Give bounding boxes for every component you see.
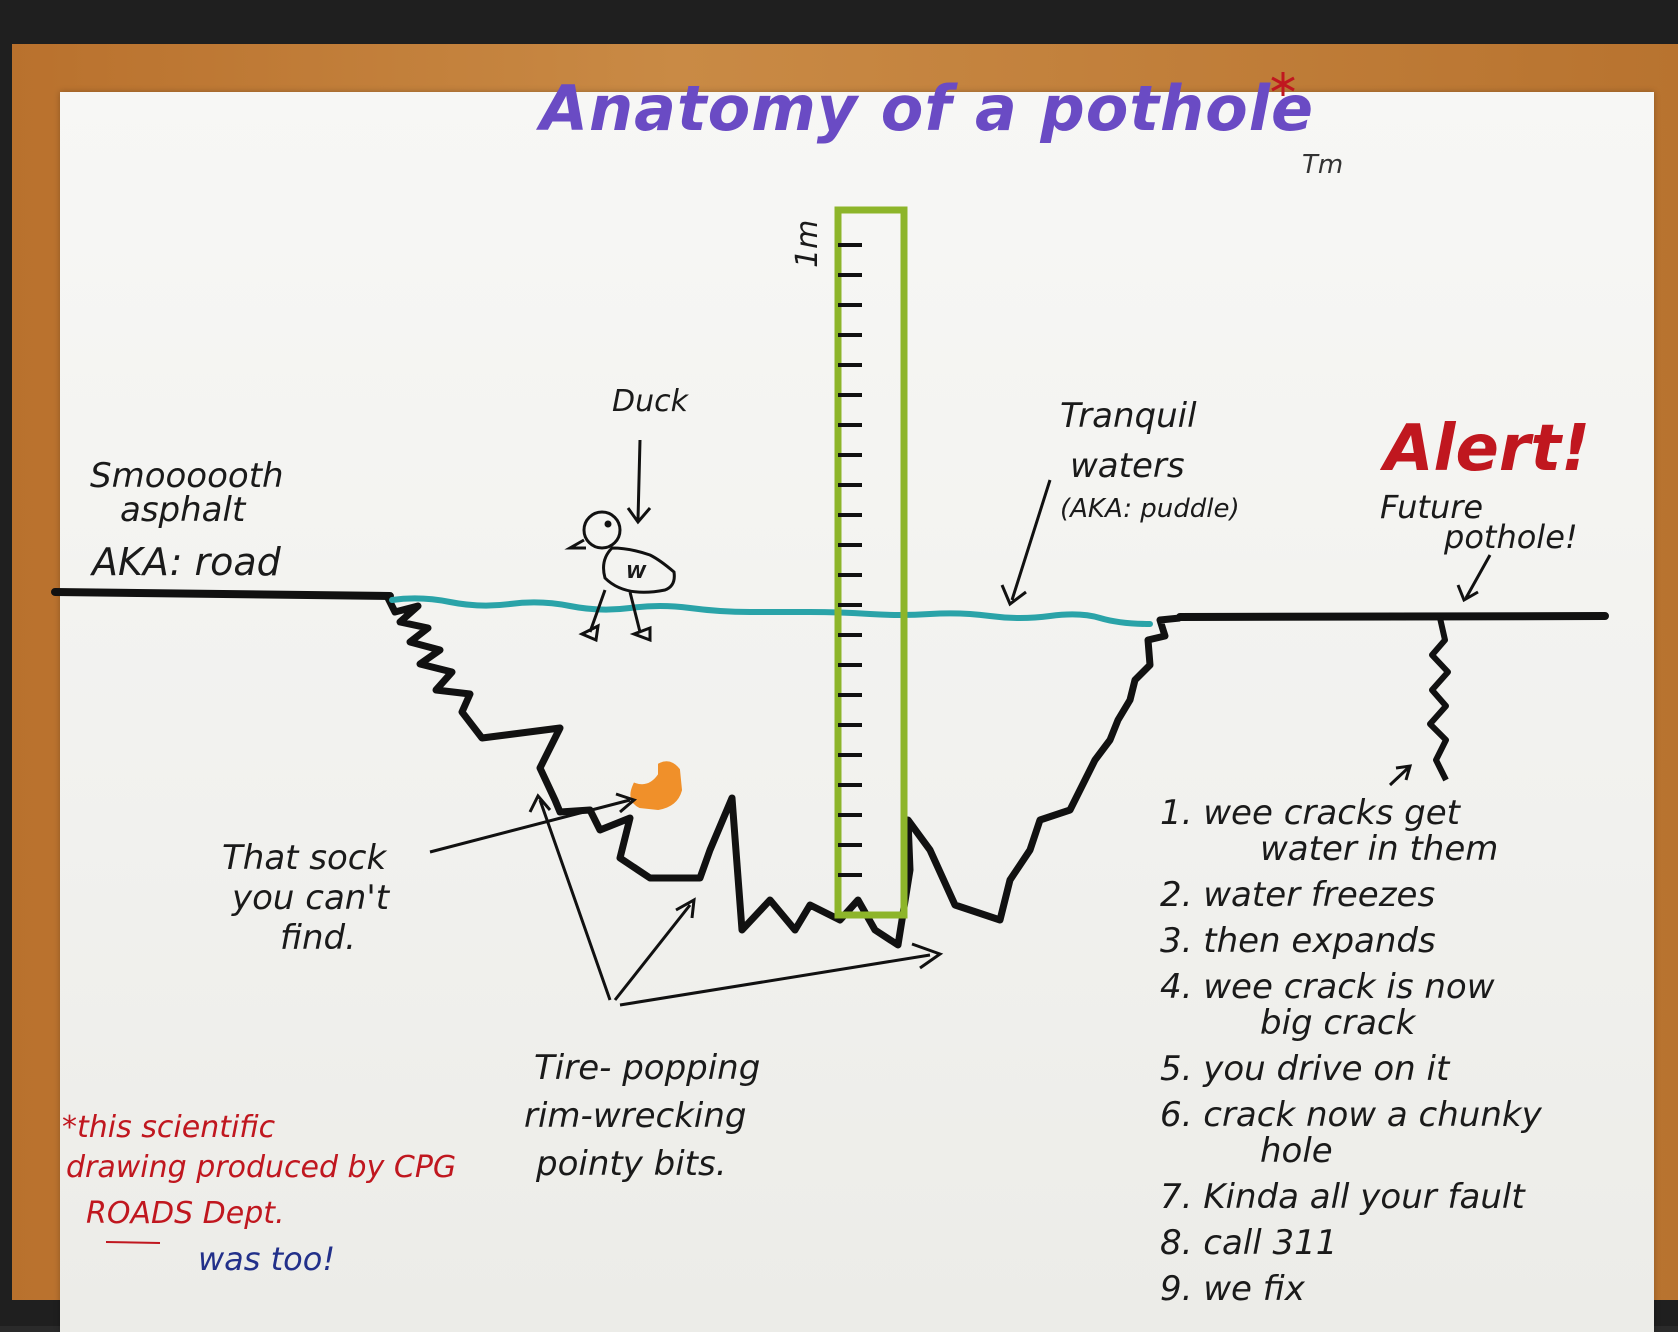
step-item: 5. you drive on it	[1160, 1049, 1450, 1089]
sock-label-line3: find.	[280, 918, 356, 958]
footnote-underline	[105, 1241, 161, 1244]
pointy-bits-label-line2: rim-wrecking	[524, 1096, 747, 1136]
paper-sheet	[60, 92, 1654, 1332]
step-item: 3. then expands	[1160, 921, 1436, 961]
sock-label-line1: That sock	[222, 838, 387, 878]
sock-label-line2: you can't	[232, 878, 390, 918]
duck-drawing	[564, 510, 676, 643]
future-crack	[1427, 617, 1451, 782]
waters-label-line3: (AKA: puddle)	[1060, 494, 1240, 524]
footnote-line1: *this scientific	[62, 1110, 276, 1145]
waters-pointer-arrow	[1000, 479, 1052, 607]
pointy-bits-arrows	[528, 793, 944, 1007]
water-surface	[389, 595, 1153, 627]
waters-label-line2: waters	[1070, 446, 1185, 486]
road-surface-right	[1176, 612, 1609, 621]
measuring-stick	[834, 206, 908, 919]
crack-small-arrow	[1388, 764, 1413, 787]
trademark-mark: Tm	[1302, 150, 1344, 180]
duck-label: Duck	[612, 384, 688, 419]
pointy-bits-label-line3: pointy bits.	[536, 1144, 727, 1184]
step-item: 9. we fix	[1160, 1269, 1305, 1309]
ruler-ticks	[838, 243, 862, 877]
pothole-outline	[384, 596, 1181, 949]
page-title: Anatomy of a pothole	[540, 72, 1315, 145]
road-label-line3: AKA: road	[92, 540, 281, 584]
future-pothole-arrow	[1456, 554, 1492, 603]
future-label-line1: Future	[1380, 488, 1484, 526]
duck-letter: W	[626, 562, 646, 583]
step-item: 8. call 311	[1160, 1223, 1338, 1263]
alert-label: Alert!	[1384, 412, 1591, 486]
footnote-line3: ROADS Dept.	[86, 1196, 285, 1231]
road-label-line2: asphalt	[120, 490, 246, 530]
pointy-bits-label-line1: Tire- popping	[534, 1048, 761, 1088]
road-label-line1: Smoooooth	[90, 456, 284, 496]
step-item: 7. Kinda all your fault	[1160, 1177, 1525, 1217]
lost-sock	[630, 761, 683, 811]
ruler-unit-label: 1m	[790, 219, 825, 268]
waters-label-line1: Tranquil	[1060, 396, 1197, 436]
title-asterisk	[1271, 72, 1295, 96]
footnote-line4: was too!	[198, 1240, 336, 1278]
step-item: 2. water freezes	[1160, 875, 1436, 915]
future-label-line2: pothole!	[1444, 518, 1578, 556]
duck-pointer-arrow	[626, 439, 652, 525]
sock-pointer-arrow	[429, 792, 637, 854]
road-surface-left	[51, 588, 394, 600]
footnote-line2: drawing produced by CPG	[66, 1150, 457, 1185]
